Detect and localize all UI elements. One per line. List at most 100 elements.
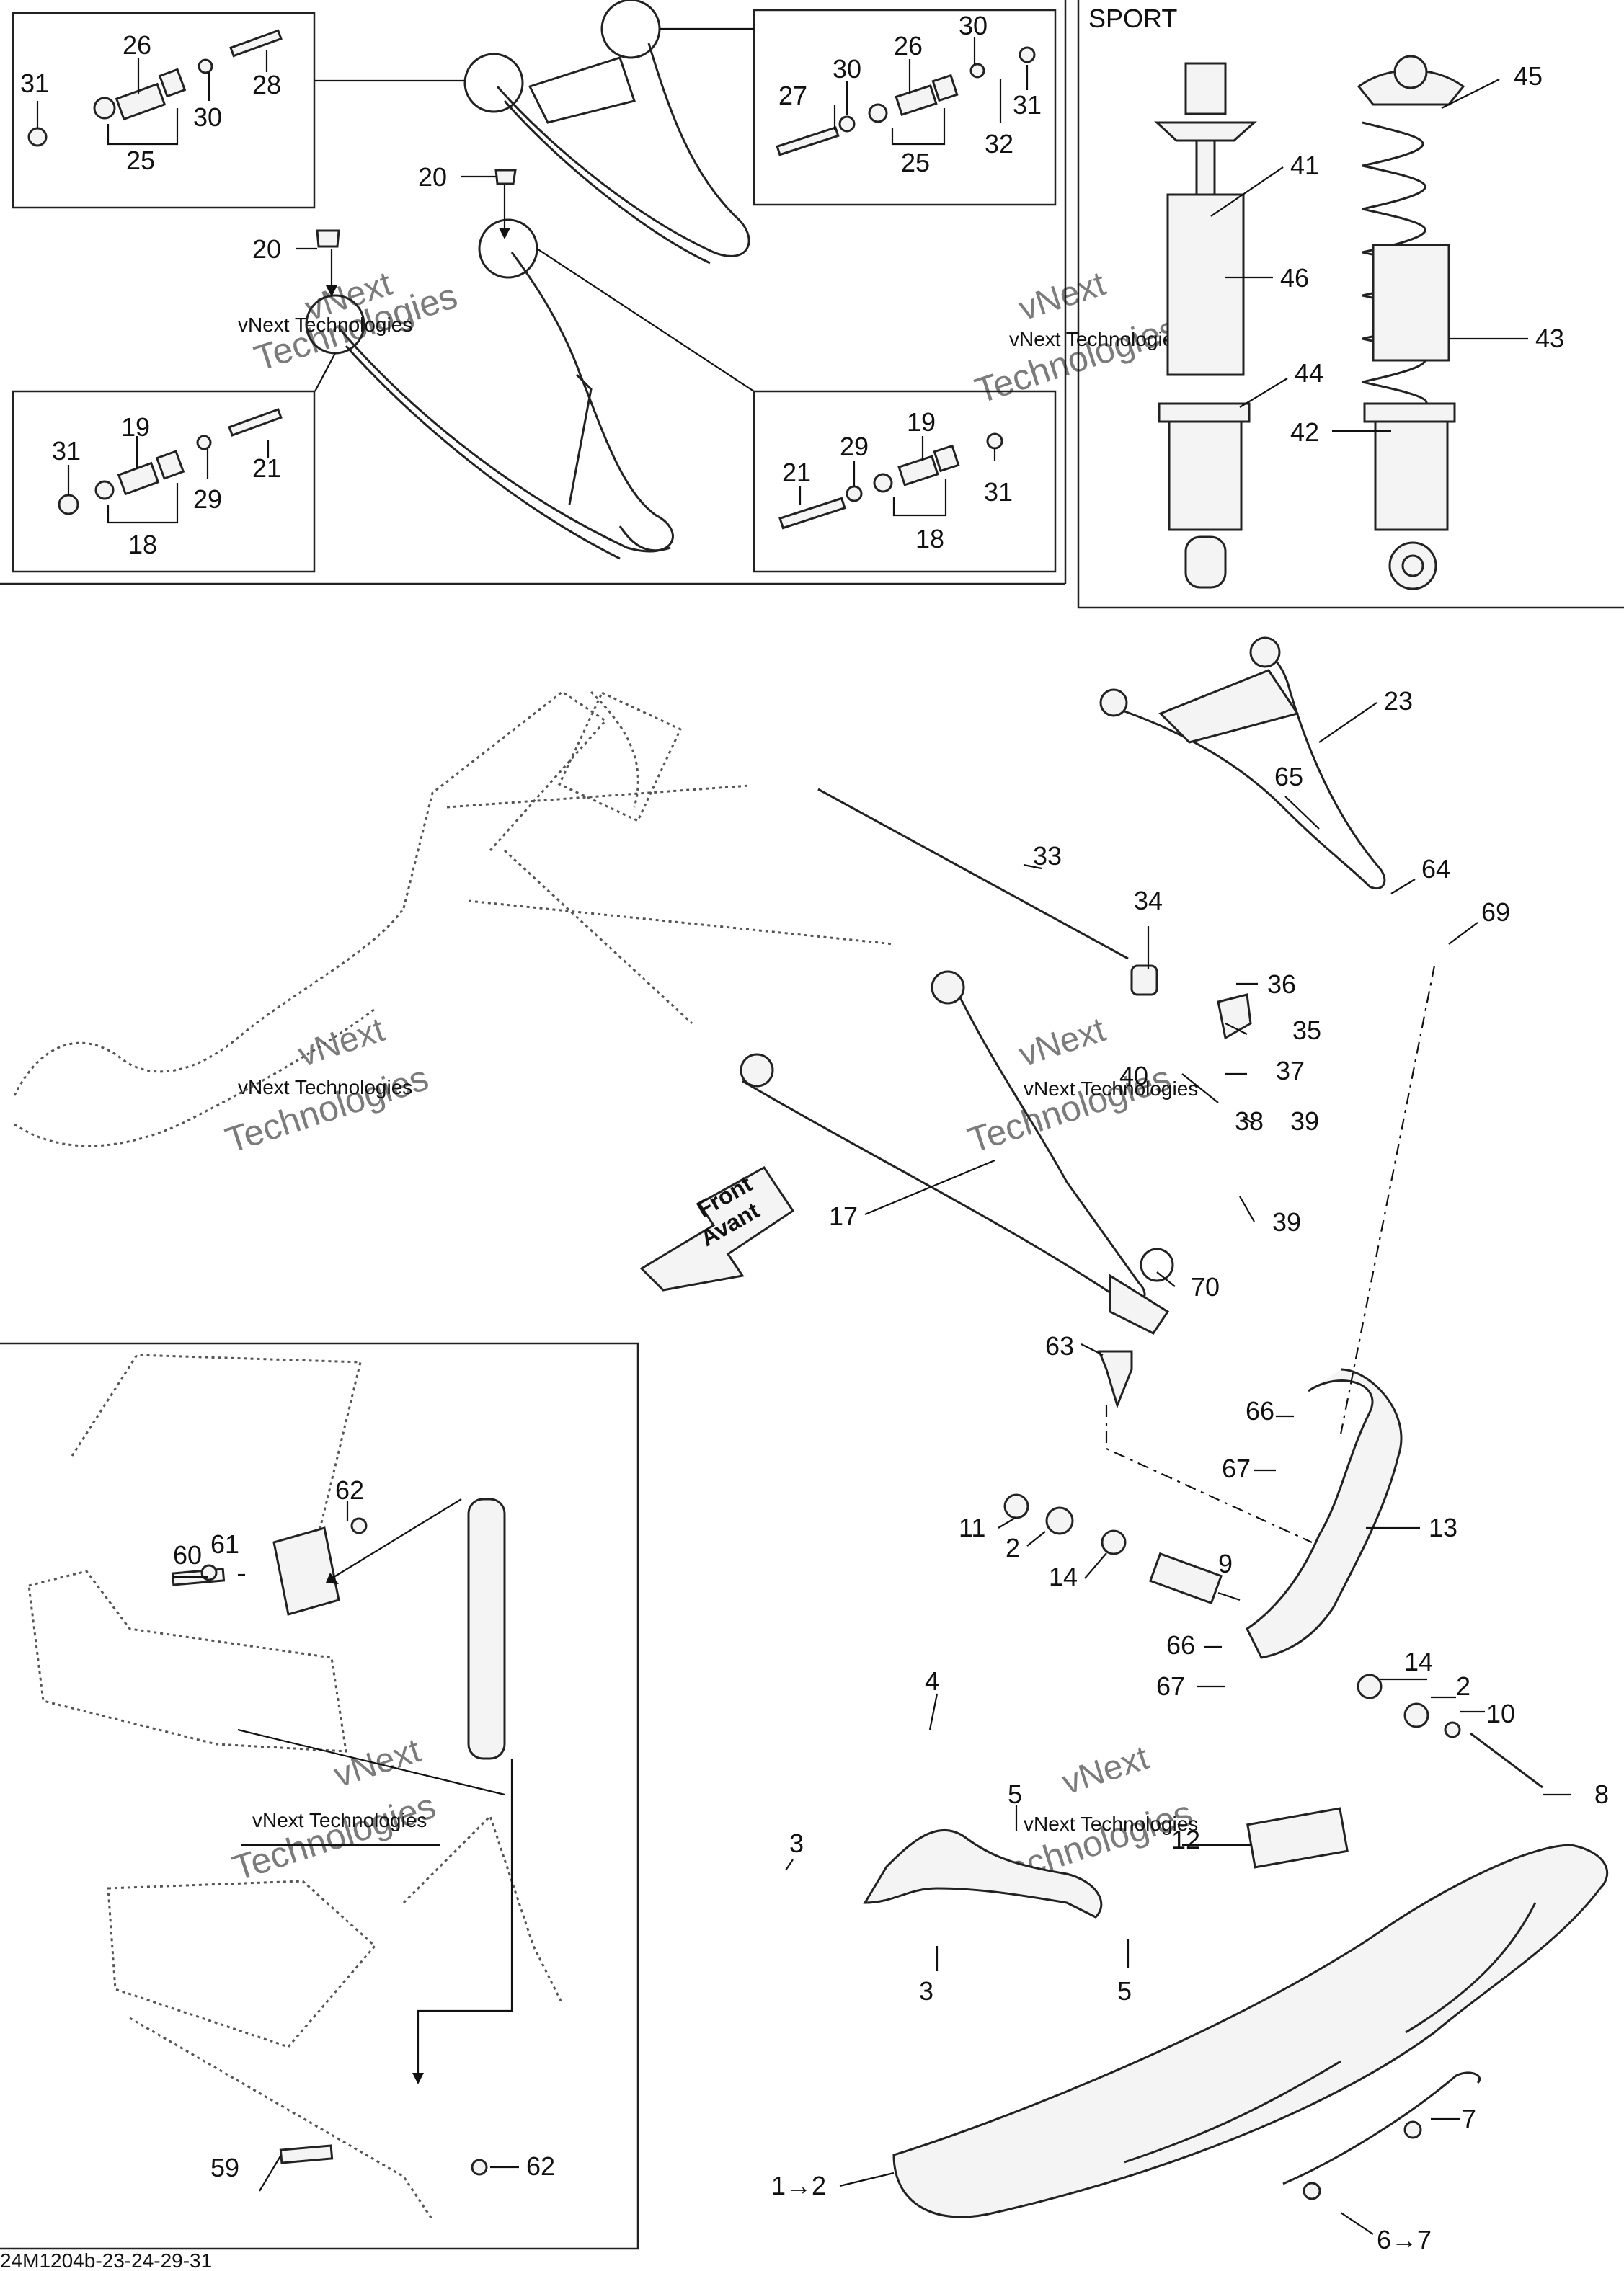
svg-text:vNext Technologies: vNext Technologies [1024,1813,1198,1835]
callout-18: 18 [915,524,944,554]
callout-30: 30 [959,11,988,40]
callout-67: 67 [1156,1671,1185,1701]
callout-20: 20 [252,234,281,264]
callout-67: 67 [1222,1454,1251,1483]
callout-32: 32 [985,129,1013,159]
callout-43: 43 [1535,324,1564,353]
callout-26: 26 [123,30,151,60]
callout-31: 31 [984,477,1013,507]
callout-33: 33 [1033,841,1062,871]
callout-3: 3 [789,1828,804,1858]
callout-26: 26 [894,31,923,61]
callout-31: 31 [20,68,49,98]
callout-21: 21 [252,453,281,483]
chassis-inset-ghost [27,1354,564,2221]
callout-45: 45 [1514,61,1543,91]
callout-39: 39 [1272,1207,1301,1237]
svg-text:vNext: vNext [1014,1010,1110,1074]
callout-25: 25 [901,148,930,177]
callout-34: 34 [1134,886,1163,915]
svg-text:vNext: vNext [293,1010,389,1074]
callout-61: 61 [210,1529,239,1559]
callout-66: 66 [1166,1630,1195,1660]
callout-30: 30 [833,54,861,84]
callout-66: 66 [1246,1396,1274,1426]
callout-29: 29 [840,432,869,461]
callout-labels: 31 26 28 30 25 27 30 26 30 31 32 25 20 2… [0,4,1609,2271]
callout-62: 62 [335,1475,364,1505]
bushing-kit-lower-left [58,408,283,524]
svg-text:vNext Technologies: vNext Technologies [238,314,412,336]
bushing-kit-upper-left [27,29,283,147]
sport-shock-absorbers [1154,55,1465,590]
callout-44: 44 [1295,358,1323,388]
svg-text:vNext Technologies: vNext Technologies [238,1076,412,1098]
callout-70: 70 [1191,1272,1220,1302]
callout-62: 62 [526,2151,555,2181]
callout-27: 27 [778,81,807,110]
callout-31: 31 [1013,90,1042,120]
callout-37: 37 [1276,1056,1305,1085]
svg-text:vNext Technologies: vNext Technologies [1009,328,1184,350]
callout-39: 39 [1290,1106,1319,1136]
callout-7: 7 [1462,2104,1476,2133]
callout-69: 69 [1481,897,1510,927]
callout-60: 60 [173,1540,202,1570]
callout-4: 4 [925,1666,939,1696]
callout-36: 36 [1267,969,1296,999]
callout-5: 5 [1117,1976,1132,2006]
callout-18: 18 [128,530,157,559]
callout-10: 10 [1486,1699,1515,1728]
callout-28: 28 [252,70,281,99]
callout-19: 19 [121,412,150,442]
callout-21: 21 [782,458,811,487]
callout-14: 14 [1404,1647,1433,1676]
callout-40: 40 [1119,1061,1148,1090]
callout-64: 64 [1421,854,1450,884]
svg-text:Technologies: Technologies [228,1785,440,1888]
callout-14: 14 [1049,1562,1078,1591]
callout-20: 20 [418,162,447,192]
callout-38: 38 [1235,1106,1264,1136]
callout-5: 5 [1008,1779,1022,1809]
svg-text:vNext: vNext [1014,265,1110,328]
svg-text:Technologies: Technologies [221,1057,433,1160]
lower-a-arm-detail [305,169,755,560]
callout-8: 8 [1594,1779,1609,1809]
footer-code: 24M1204b-23-24-29-31 [0,2249,212,2271]
upper-a-arm-detail [314,0,754,265]
bushing-kit-lower-right [778,432,1003,530]
callout-2: 2 [1006,1533,1020,1563]
callout-12: 12 [1171,1825,1200,1854]
callout-29: 29 [193,484,222,514]
callout-2: 2 [1456,1671,1470,1701]
callout-35: 35 [1292,1015,1321,1045]
callout-11: 11 [959,1513,985,1542]
callout-13: 13 [1429,1513,1457,1542]
callout-leaders [36,37,1571,2235]
callout-25: 25 [126,146,155,175]
callout-31: 31 [52,436,81,466]
svg-text:vNext Technologies: vNext Technologies [252,1809,427,1831]
callout-42: 42 [1290,417,1319,447]
suspension-assembly-ghost [13,690,895,1147]
watermark: vNext Technologies vNext Technologies vN… [221,265,1198,1896]
callout-17: 17 [829,1201,858,1231]
callout-41: 41 [1290,151,1319,180]
callout-59: 59 [210,2153,239,2182]
callout-65: 65 [1274,762,1303,791]
front-direction-arrow[interactable]: Front Avant [639,1166,795,1292]
sport-label: SPORT [1088,4,1177,33]
svg-text:vNext Technologies: vNext Technologies [1024,1077,1198,1100]
callout-30: 30 [193,102,222,132]
svg-text:Technologies: Technologies [970,308,1183,411]
callout-23: 23 [1384,686,1413,716]
callout-3: 3 [919,1976,933,2006]
bushing-kit-upper-right [776,46,1036,156]
callout-1-to-2: 1→2 [771,2171,826,2200]
callout-63: 63 [1045,1331,1074,1361]
main-parts [740,636,1543,1789]
svg-text:vNext: vNext [1057,1738,1153,1802]
